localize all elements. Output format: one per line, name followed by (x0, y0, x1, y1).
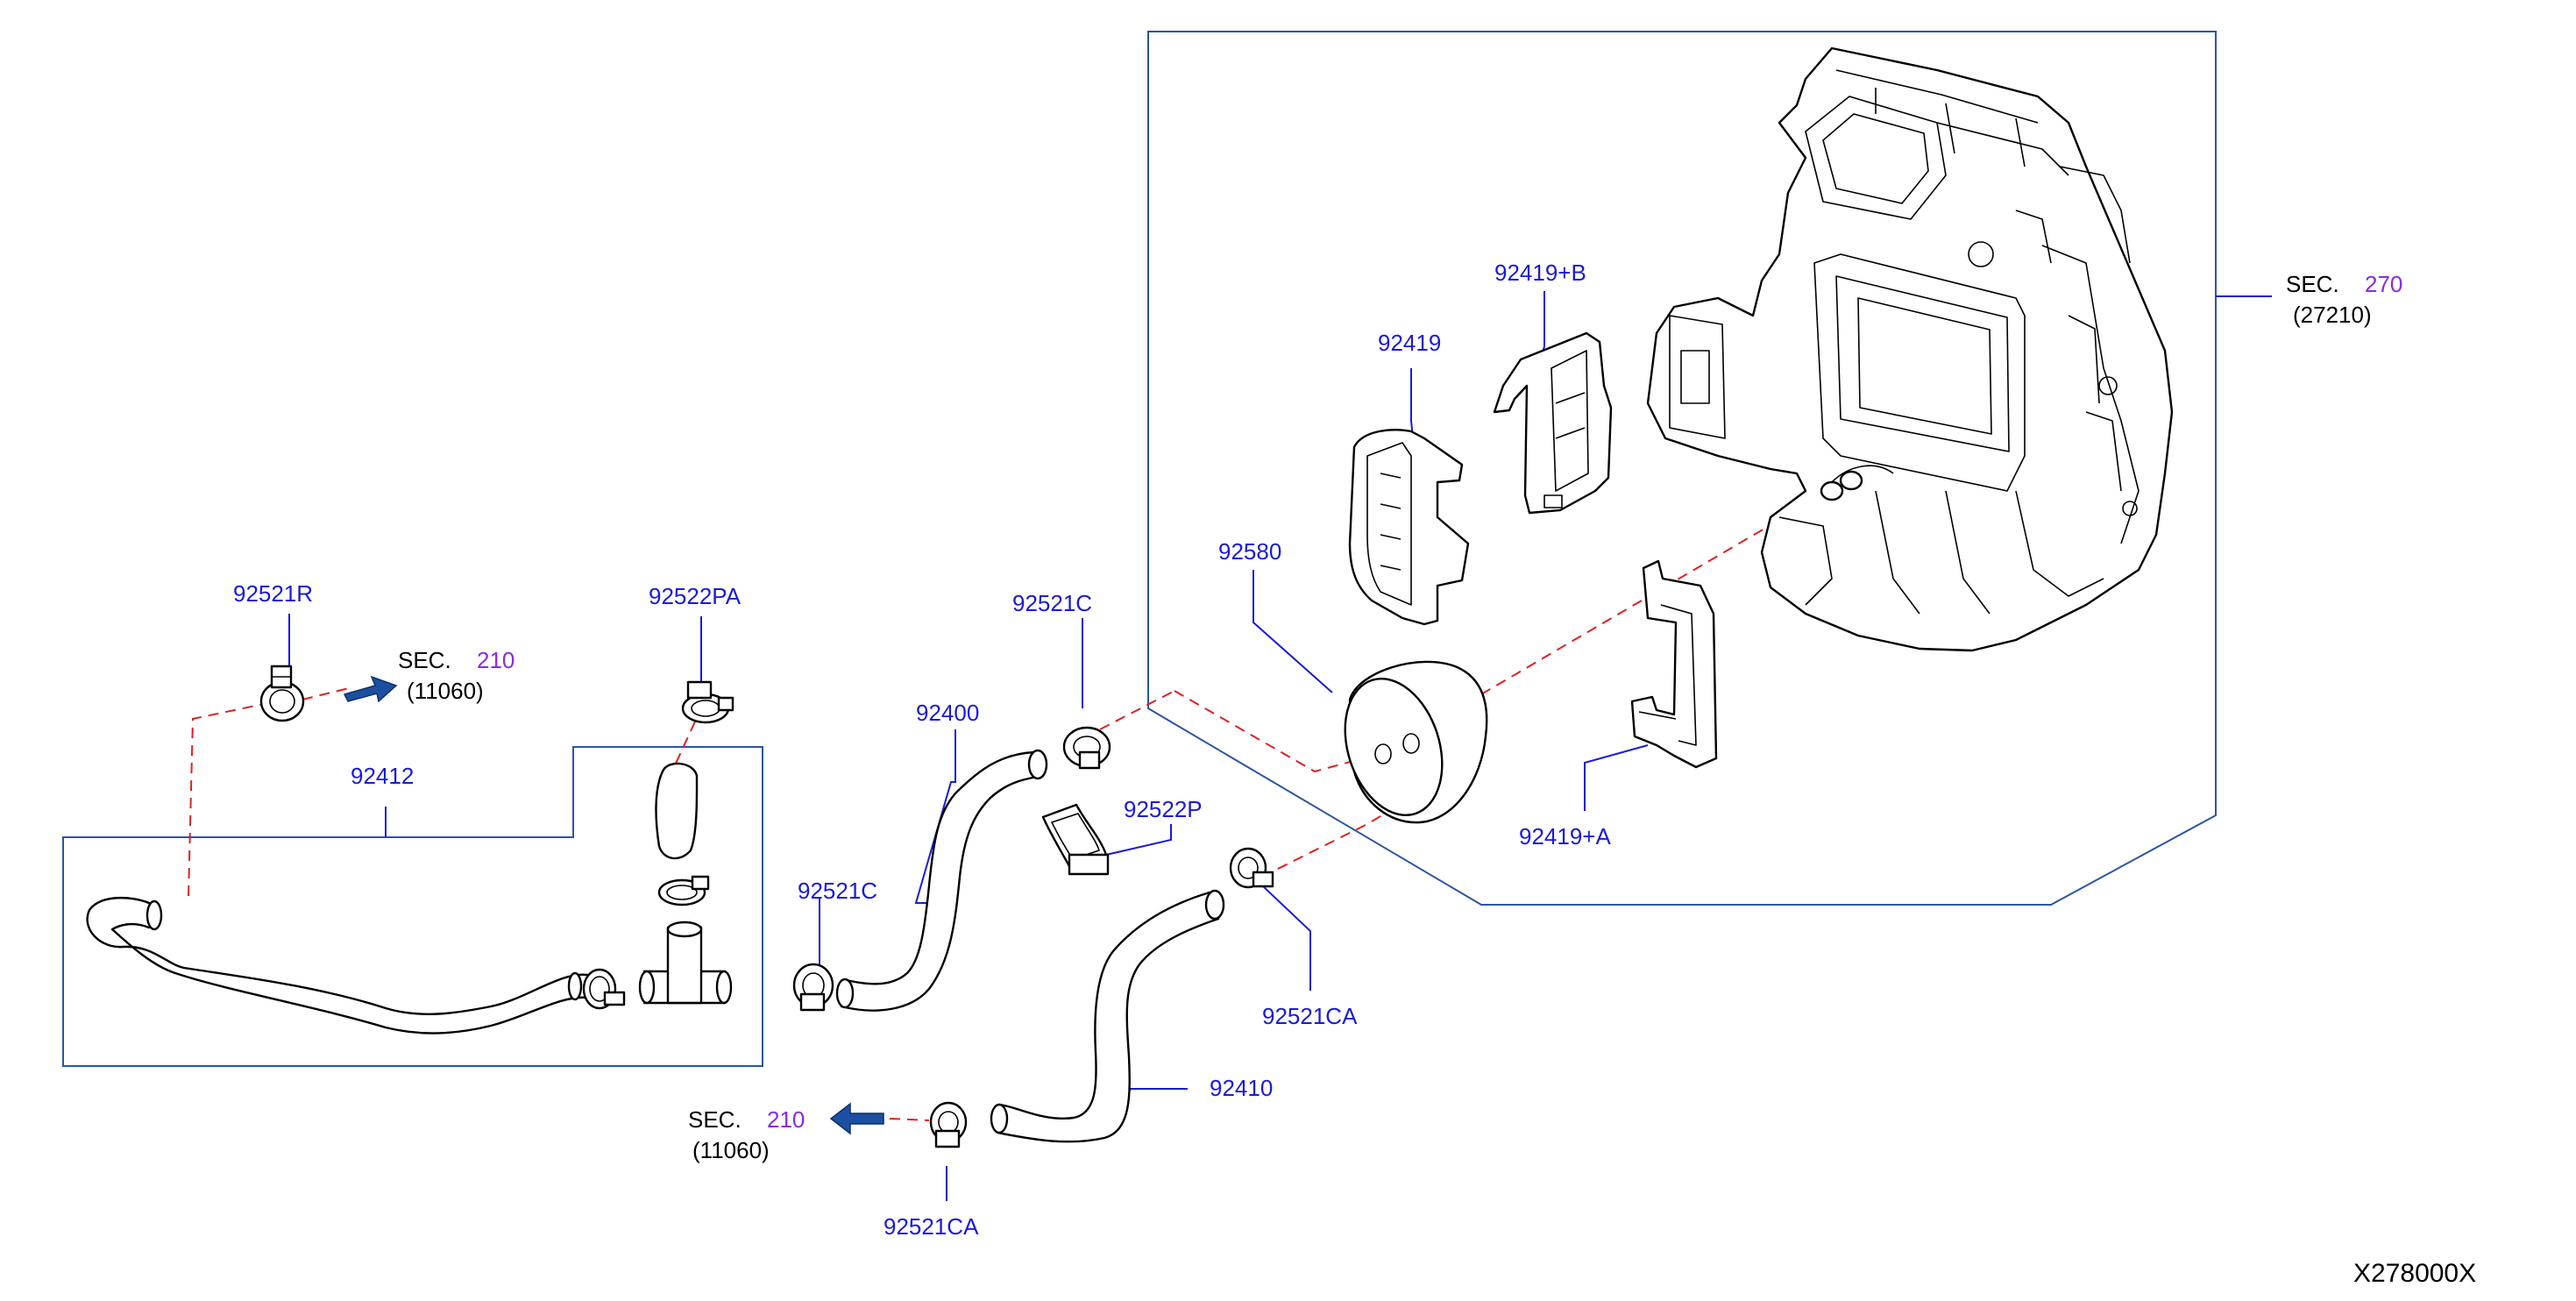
sec-number: 210 (767, 1106, 805, 1133)
sec-code: (11060) (407, 678, 484, 704)
part-labels: 92521R 92522PA 92412 92521C 92400 92522P… (233, 259, 1611, 1240)
bracket-92419-plus-b-drawing (1493, 331, 1613, 515)
hose-92400-drawing (792, 726, 1111, 1012)
heater-unit-27210-drawing (1646, 46, 2174, 652)
bracket-92419-plus-a-drawing (1630, 559, 1718, 769)
sec-210-bottom-arrow-icon (829, 1102, 884, 1135)
sec-code: (27210) (2293, 302, 2372, 328)
label-92521C-upper: 92521C (1012, 590, 1092, 616)
section-ref-270: SEC. 270 (27210) (2286, 271, 2402, 328)
label-92521C-lower: 92521C (798, 878, 877, 904)
clamp-92521R-drawing (259, 665, 305, 722)
hose-92410-drawing (929, 847, 1274, 1148)
section-ref-210-top: SEC. 210 (11060) (398, 647, 514, 704)
hose-92412-assembly-frame (62, 746, 763, 1067)
clip-92522P-drawing (1041, 803, 1110, 876)
label-92419-plus-b: 92419+B (1494, 259, 1586, 286)
sec-number: 210 (477, 647, 514, 673)
label-92580: 92580 (1218, 538, 1281, 565)
label-92419: 92419 (1378, 330, 1441, 356)
label-92410: 92410 (1210, 1075, 1273, 1101)
label-92521CA-right: 92521CA (1262, 1003, 1358, 1029)
heater-unit-assembly-frame (1147, 31, 2217, 906)
diagram-reference-code: X278000X (2353, 1259, 2476, 1288)
label-92522P: 92522P (1124, 796, 1203, 822)
label-92412: 92412 (351, 763, 414, 789)
label-92521R: 92521R (233, 580, 313, 607)
sec-prefix: SEC. (398, 647, 451, 673)
sec-210-top-arrow-icon (343, 675, 398, 703)
sec-code: (11060) (692, 1137, 770, 1163)
label-92522PA: 92522PA (649, 583, 742, 609)
bracket-92419-drawing (1348, 429, 1470, 626)
sec-prefix: SEC. (688, 1106, 742, 1133)
section-ref-210-bottom: SEC. 210 (11060) (688, 1106, 805, 1163)
label-92400: 92400 (916, 700, 979, 726)
hose-92412-drawing (86, 680, 734, 1034)
sec-number: 270 (2365, 271, 2402, 297)
sec-prefix: SEC. (2286, 271, 2339, 297)
label-92521CA-bottom: 92521CA (884, 1213, 979, 1240)
seal-92580-drawing (1344, 660, 1488, 824)
label-92419-plus-a: 92419+A (1519, 823, 1611, 850)
